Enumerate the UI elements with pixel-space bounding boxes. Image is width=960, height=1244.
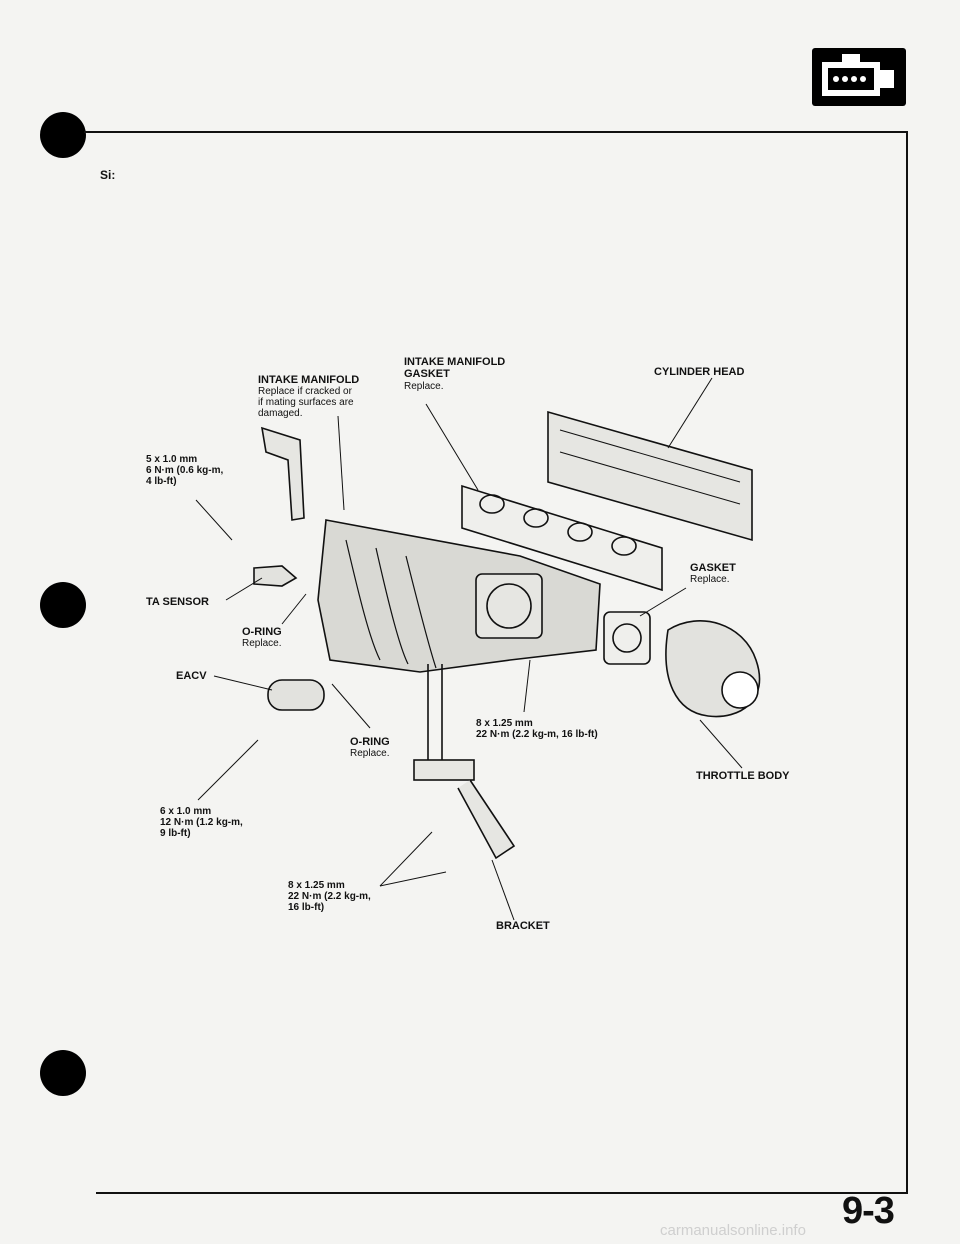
bracket-label: BRACKET [496,920,550,932]
spec-line: 12 N·m (1.2 kg-m, [160,817,243,828]
header-rule [84,131,908,133]
engine-icon [812,48,906,106]
intake-manifold-gasket-label: INTAKE MANIFOLD GASKET [404,356,505,380]
note-line: damaged. [258,408,303,419]
bolt-6x1-spec: 6 x 1.0 mm 12 N·m (1.2 kg-m, 9 lb-ft) [160,806,243,839]
right-frame-rule [906,131,908,1193]
cylinder-head-label: CYLINDER HEAD [654,366,745,378]
footer-rule [96,1192,908,1194]
spec-line: 4 lb-ft) [146,476,177,487]
spec-line: 8 x 1.25 mm [288,880,345,891]
ta-sensor-drawing [253,565,298,587]
oring-1-note: Replace. [242,638,282,649]
eacv-label: EACV [176,670,207,682]
manifold-gasket-drawing [461,484,663,592]
bracket-drawing [413,759,475,781]
throttle-gasket-drawing [603,611,651,665]
intake-manifold-gasket-note: Replace. [404,381,444,392]
note-line: if mating surfaces are [258,397,354,408]
page-number: 9-3 [842,1190,895,1232]
binder-hole-bottom [40,1050,86,1096]
throttle-body-label: THROTTLE BODY [696,770,790,782]
section-label: Si: [100,168,116,182]
spec-line: 16 lb-ft) [288,902,325,913]
note-line: Replace if cracked or [258,386,352,397]
spec-line: 9 lb-ft) [160,828,191,839]
watermark: carmanualsonline.info [660,1222,806,1239]
oring-2-label: O-RING [350,736,390,748]
spec-line: 6 N·m (0.6 kg-m, [146,465,224,476]
gasket-note: Replace. [690,574,730,585]
bolt-5x1-spec: 5 x 1.0 mm 6 N·m (0.6 kg-m, 4 lb-ft) [146,454,223,487]
label-line: INTAKE MANIFOLD [404,356,506,368]
label-line: GASKET [404,368,450,380]
oring-1-label: O-RING [242,626,282,638]
spec-line: 8 x 1.25 mm [476,718,533,729]
spec-line: 6 x 1.0 mm [160,806,212,817]
oring-2-note: Replace. [350,748,390,759]
spec-line: 5 x 1.0 mm [146,454,198,465]
cylinder-head-drawing [547,410,753,542]
spec-line: 22 N·m (2.2 kg-m, 16 lb-ft) [476,729,598,740]
bolt-8x125-a-spec: 8 x 1.25 mm 22 N·m (2.2 kg-m, 16 lb-ft) [476,718,598,740]
binder-hole-middle [40,582,86,628]
intake-manifold-label: INTAKE MANIFOLD [258,374,360,386]
eacv-drawing [267,679,325,711]
intake-manifold-note: Replace if cracked or if mating surfaces… [258,386,354,419]
binder-hole-top [40,112,86,158]
bolt-8x125-b-spec: 8 x 1.25 mm 22 N·m (2.2 kg-m, 16 lb-ft) [288,880,371,913]
gasket-label: GASKET [690,562,736,574]
spec-line: 22 N·m (2.2 kg-m, [288,891,371,902]
ta-sensor-label: TA SENSOR [146,596,209,608]
